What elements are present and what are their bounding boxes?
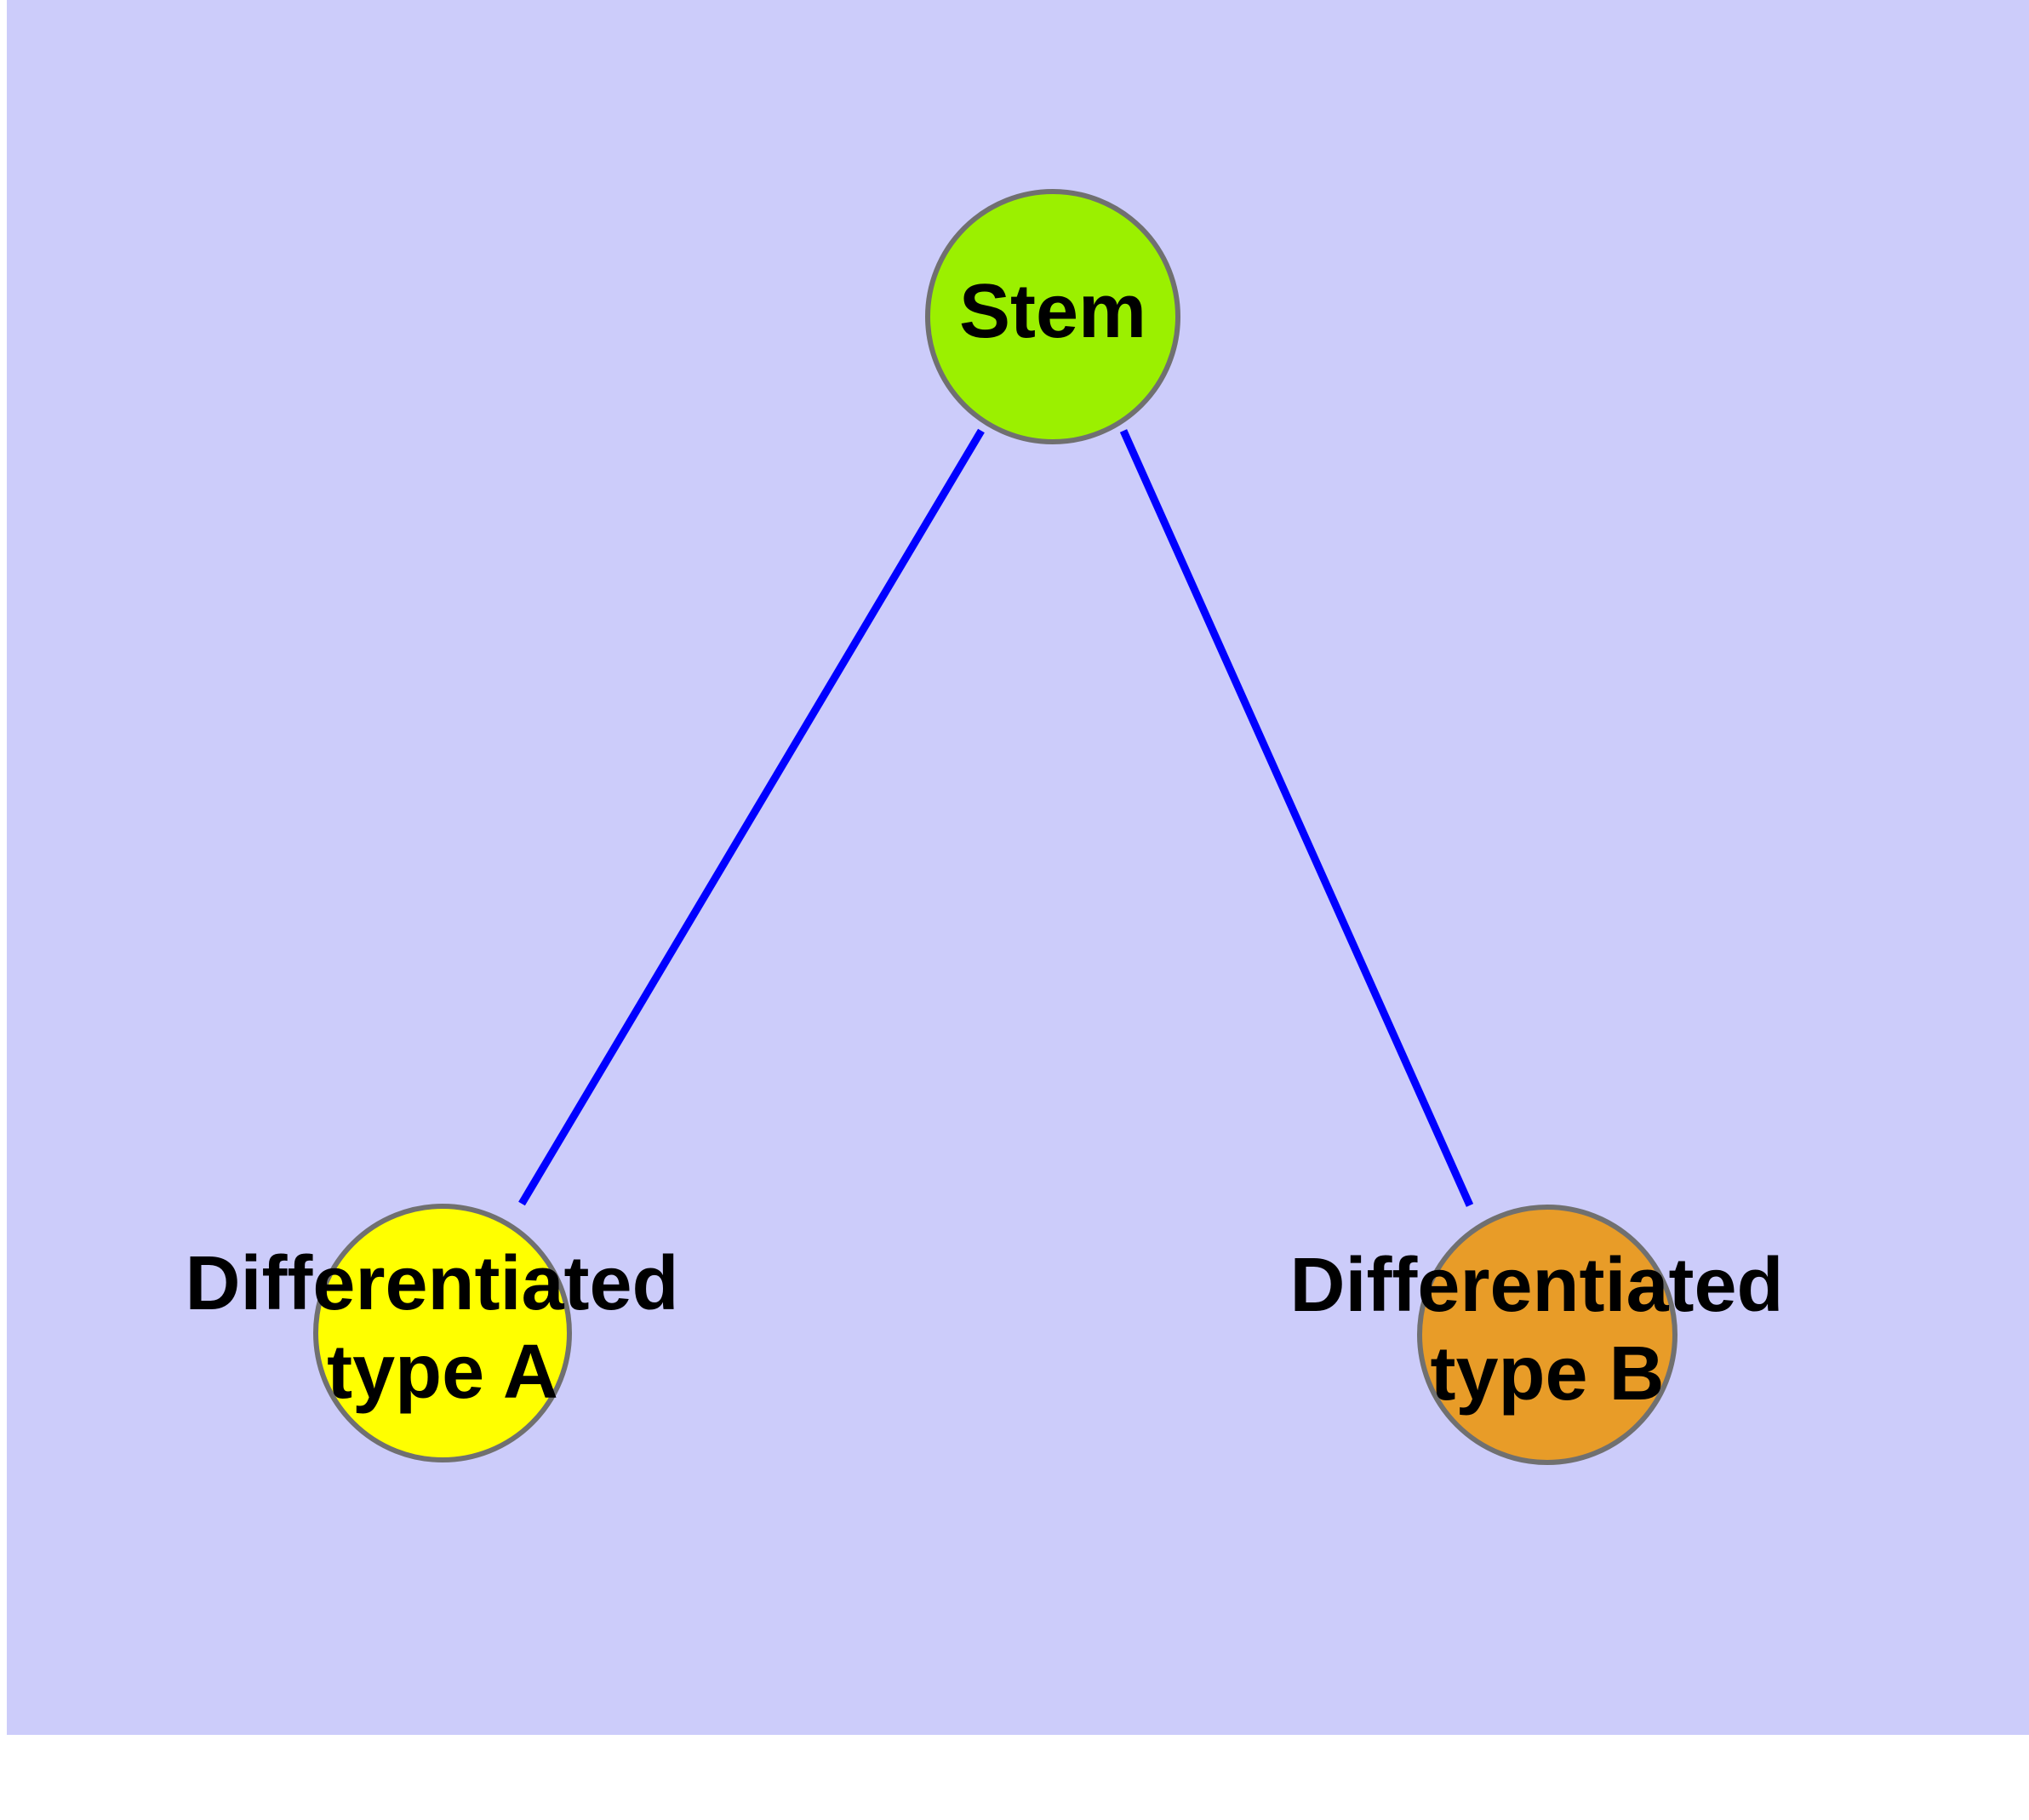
labels-layer: Stem Differentiated type A Differentiate…: [185, 269, 1804, 1417]
node-circle-differentiated-type-a[interactable]: [313, 1204, 572, 1462]
node-differentiated-type-a[interactable]: [313, 1204, 572, 1462]
nodes-layer: [313, 189, 1677, 1465]
node-differentiated-type-b[interactable]: [1417, 1205, 1677, 1465]
edge-stem-to-differentiated-type-a[interactable]: [518, 428, 985, 1206]
node-label-differentiated-type-a-line-2: type A: [327, 1330, 558, 1415]
node-label-differentiated-type-b-line-1: Differentiated: [1289, 1243, 1783, 1328]
node-circle-differentiated-type-b[interactable]: [1417, 1205, 1677, 1465]
edges-layer: [518, 428, 1474, 1207]
node-label-differentiated-type-b: Differentiated type B: [1289, 1243, 1804, 1417]
node-circle-stem[interactable]: [925, 189, 1180, 444]
node-label-differentiated-type-a-line-1: Differentiated: [185, 1241, 678, 1326]
node-label-differentiated-type-a: Differentiated type A: [185, 1241, 700, 1415]
node-stem[interactable]: [925, 189, 1180, 444]
node-label-stem-line-1: Stem: [959, 269, 1146, 354]
node-label-stem: Stem: [959, 269, 1146, 354]
node-label-differentiated-type-b-line-2: type B: [1430, 1331, 1664, 1417]
edge-stem-to-differentiated-type-b[interactable]: [1119, 429, 1474, 1207]
